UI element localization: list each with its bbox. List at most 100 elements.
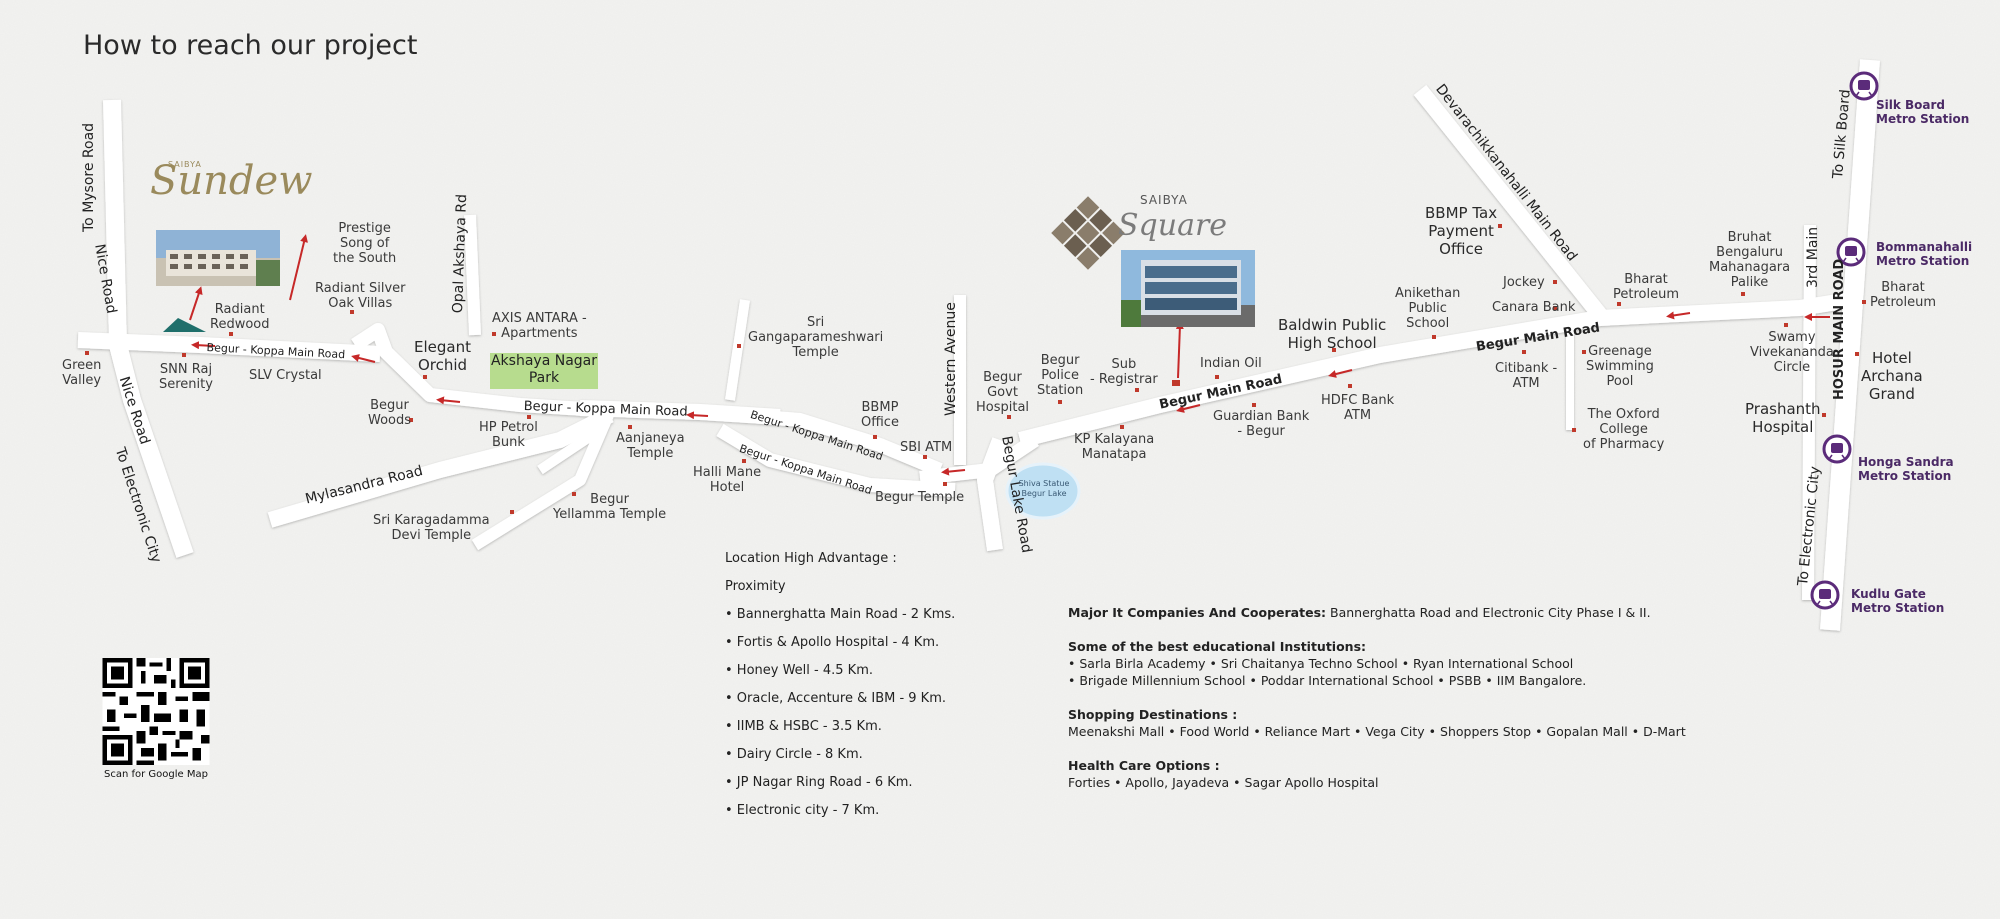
place-canara: Canara Bank [1492, 300, 1576, 315]
place-prestige: Prestige Song of the South [333, 221, 397, 266]
edu-line-1: • Sarla Birla Academy • Sri Chaitanya Te… [1068, 656, 1574, 671]
marker-snn-raj [182, 353, 186, 357]
proximity-item: • IIMB & HSBC - 3.5 Km. [725, 719, 882, 734]
it-text: Bannerghatta Road and Electronic City Ph… [1326, 605, 1651, 620]
marker-bharat-2 [1862, 300, 1866, 304]
place-halli-mane: Halli Mane Hotel [693, 465, 762, 495]
marker-prashanth [1822, 413, 1826, 417]
road-begur-koppa-lower [716, 423, 956, 497]
road-devarachikkanahalli [1413, 85, 1607, 320]
place-aanjaneya: Aanjaneya Temple [616, 431, 685, 461]
arrow-koppa-mid [436, 396, 461, 405]
sundew-brand-small: SAIBYA [168, 160, 202, 169]
arrow-koppa-east [686, 411, 709, 420]
arrow-to-square [1175, 321, 1184, 379]
proximity-item: • Electronic city - 7 Km. [725, 803, 880, 818]
marker-aanjaneya [628, 425, 632, 429]
place-begur-woods: Begur Woods [368, 398, 412, 428]
marker-radiant-silver [350, 310, 354, 314]
place-indian-oil: Indian Oil [1200, 356, 1262, 371]
road-label-western: Western Avenue [943, 302, 959, 416]
marker-sbi-atm [923, 455, 927, 459]
qr-code-icon[interactable] [100, 658, 212, 765]
place-bharat-2: Bharat Petroleum [1870, 280, 1936, 310]
marker-canara [1553, 306, 1557, 310]
marker-bruhat [1741, 292, 1745, 296]
road-hosur-main [1820, 59, 1880, 631]
marker-halli-mane [742, 459, 746, 463]
road-begur-lake [977, 437, 1008, 552]
metro-icons [1810, 71, 1879, 610]
proximity-item: • Honey Well - 4.5 Km. [725, 663, 873, 678]
place-bbmp-tax: BBMP Tax Payment Office [1425, 204, 1498, 258]
metro-icon-kudlu-gate [1810, 580, 1840, 610]
marker-yellamma [572, 492, 576, 496]
road-label-third-main: 3rd Main [1805, 226, 1821, 288]
proximity-item: • JP Nagar Ring Road - 6 Km. [725, 775, 913, 790]
marker-baldwin [1332, 348, 1336, 352]
marker-bharat-1 [1617, 302, 1621, 306]
square-logo-text: Square [1118, 208, 1228, 243]
page-title: How to reach our project [83, 30, 418, 61]
arrow-begur-main-3 [1176, 404, 1201, 413]
place-prashanth: Prashanth Hospital [1745, 400, 1821, 436]
marker-anikethan [1432, 335, 1436, 339]
place-swamy: Swamy Vivekananda Circle [1750, 330, 1834, 375]
akshaya-nagar-park: Akshaya Nagar Park [490, 353, 598, 389]
road-label-hosur: HOSUR MAIN ROAD [1832, 258, 1847, 400]
square-building-photo [1121, 250, 1255, 327]
sundew-building-photo [156, 230, 280, 286]
place-bruhat: Bruhat Bengaluru Mahanagara Palike [1709, 230, 1791, 290]
marker-project-square [1172, 380, 1180, 386]
road-branch-south-1 [537, 425, 603, 475]
place-greenage: Greenage Swimming Pool [1586, 344, 1654, 389]
marker-swamy [1784, 323, 1788, 327]
place-radiant-silver: Radiant Silver Oak Villas [315, 281, 406, 311]
arrow-west-end [191, 341, 216, 350]
place-elegant-orchid: Elegant Orchid [414, 338, 471, 374]
arrow-begur-main-1 [1666, 311, 1691, 320]
marker-begur-govt [1007, 415, 1011, 419]
place-citibank: Citibank - ATM [1495, 361, 1558, 391]
proximity-item: • Dairy Circle - 8 Km. [725, 747, 863, 762]
metro-silk-board: Silk Board Metro Station [1876, 98, 1970, 126]
metro-kudlu-gate: Kudlu Gate Metro Station [1851, 587, 1945, 615]
place-bbmp-office: BBMP Office [861, 400, 899, 430]
metro-honga-sandra: Honga Sandra Metro Station [1858, 455, 1954, 483]
place-jockey: Jockey [1503, 275, 1545, 290]
place-green-valley: Green Valley [62, 358, 102, 388]
place-radiant-redwood: Radiant Redwood [210, 302, 270, 332]
road-mylasandra [267, 407, 614, 528]
place-axis-antara: AXIS ANTARA - Apartments [492, 311, 587, 341]
road-to-mysore [103, 99, 127, 346]
marker-hotel-archana [1855, 352, 1859, 356]
proximity-item: • Oracle, Accenture & IBM - 9 Km. [725, 691, 947, 706]
marker-sub-registrar [1135, 388, 1139, 392]
place-guardian-bank: Guardian Bank - Begur [1213, 409, 1310, 439]
place-hotel-archana: Hotel Archana Grand [1861, 349, 1923, 403]
place-slv-crystal: SLV Crystal [249, 368, 322, 383]
marker-bbmp-office [873, 435, 877, 439]
health-text: Forties • Apollo, Jayadeva • Sagar Apoll… [1068, 775, 1379, 790]
place-begur-govt: Begur Govt Hospital [976, 370, 1030, 415]
sundew-logo-text: Sundew [150, 158, 313, 204]
marker-radiant-redwood [229, 332, 233, 336]
road-opal-akshaya [464, 214, 481, 336]
marker-begur-temple [943, 482, 947, 486]
begur-lake [1005, 462, 1081, 520]
marker-hdfc [1348, 384, 1352, 388]
marker-jockey [1553, 280, 1557, 284]
shop-label: Shopping Destinations : [1068, 707, 1238, 722]
proximity-heading: Location High Advantage : [725, 551, 897, 566]
arrow-koppa-west [351, 354, 376, 363]
arrow-to-sundew [189, 286, 203, 321]
marker-green-valley [85, 351, 89, 355]
road-third-main [1802, 224, 1816, 601]
arrow-to-prestige [289, 234, 308, 301]
proximity-item: • Fortis & Apollo Hospital - 4 Km. [725, 635, 940, 650]
proximity-panel: Location High Advantage : Proximity • Ba… [725, 545, 955, 825]
place-sri-ganga: Sri Gangaparameshwari Temple [748, 315, 884, 360]
road-begur-koppa-upper [699, 405, 943, 477]
edu-label: Some of the best educational Institution… [1068, 639, 1367, 654]
